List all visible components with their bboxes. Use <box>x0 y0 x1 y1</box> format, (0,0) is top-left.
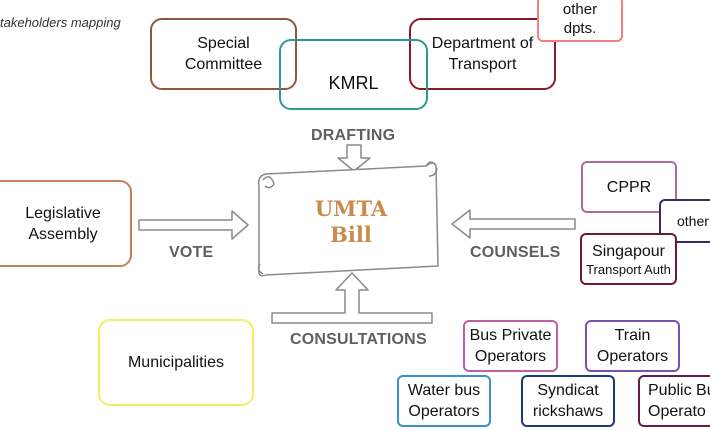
other-dpts-line1: other <box>562 1 598 18</box>
public-bus-operators-box: Public Bu Operato <box>638 375 710 427</box>
water-bus-operators-box: Water bus Operators <box>397 375 491 427</box>
special-committee-line2: Committee <box>184 56 263 73</box>
legislative-line2: Assembly <box>28 225 98 243</box>
public-bus-line2: Operato <box>648 403 706 420</box>
other-dpts-box: other dpts. <box>537 0 623 42</box>
train-line1: Train <box>614 327 651 344</box>
syndicat-line1: Syndicat <box>537 382 599 399</box>
scroll-shape <box>257 162 439 277</box>
counsels-arrow <box>451 209 576 239</box>
umta-title-line1: UMTA <box>314 196 388 221</box>
cppr-label: CPPR <box>606 178 652 196</box>
diagram-caption: takeholders mapping <box>0 15 121 30</box>
special-committee-line1: Special <box>197 35 250 52</box>
public-bus-line1: Public Bu <box>648 382 710 399</box>
bus-private-operators-box: Bus Private Operators <box>463 320 558 372</box>
singapour-line1: Singapour <box>592 242 665 260</box>
singapour-line2: Transport Auth <box>586 261 671 277</box>
consultations-label: CONSULTATIONS <box>290 331 427 348</box>
cppr-box: CPPR <box>581 161 677 213</box>
vote-arrow <box>138 210 249 240</box>
singapour-box: Singapour Transport Auth <box>580 233 677 285</box>
kmrl-box: KMRL <box>279 39 428 110</box>
municipalities-box: Municipalities <box>98 319 254 406</box>
bus-private-line1: Bus Private <box>469 327 552 344</box>
train-line2: Operators <box>596 348 669 365</box>
department-of-transport-box: Department of Transport <box>409 18 556 90</box>
drafting-arrow <box>337 144 371 172</box>
drafting-label: DRAFTING <box>311 127 396 144</box>
water-bus-line1: Water bus <box>407 382 481 399</box>
special-committee-box: Special Committee <box>150 18 297 90</box>
counsels-label: COUNSELS <box>470 244 561 261</box>
legislative-line1: Legislative <box>25 204 101 222</box>
municipalities-label: Municipalities <box>127 354 225 371</box>
other-right-label: other <box>677 212 709 229</box>
umta-bill-title: UMTA Bill <box>276 196 426 248</box>
department-line1: Department of <box>431 35 534 52</box>
legislative-assembly-box: Legislative Assembly <box>0 180 132 267</box>
vote-label: VOTE <box>169 244 214 261</box>
syndicat-rickshaws-box: Syndicat rickshaws <box>521 375 615 427</box>
consultations-arrow <box>271 272 433 324</box>
water-bus-line2: Operators <box>408 403 480 420</box>
train-operators-box: Train Operators <box>585 320 680 372</box>
other-dpts-line2: dpts. <box>563 20 597 37</box>
kmrl-label: KMRL <box>328 73 379 93</box>
syndicat-line2: rickshaws <box>532 403 604 420</box>
umta-title-line2: Bill <box>330 222 372 247</box>
department-line2: Transport <box>448 56 517 73</box>
bus-private-line2: Operators <box>474 348 547 365</box>
